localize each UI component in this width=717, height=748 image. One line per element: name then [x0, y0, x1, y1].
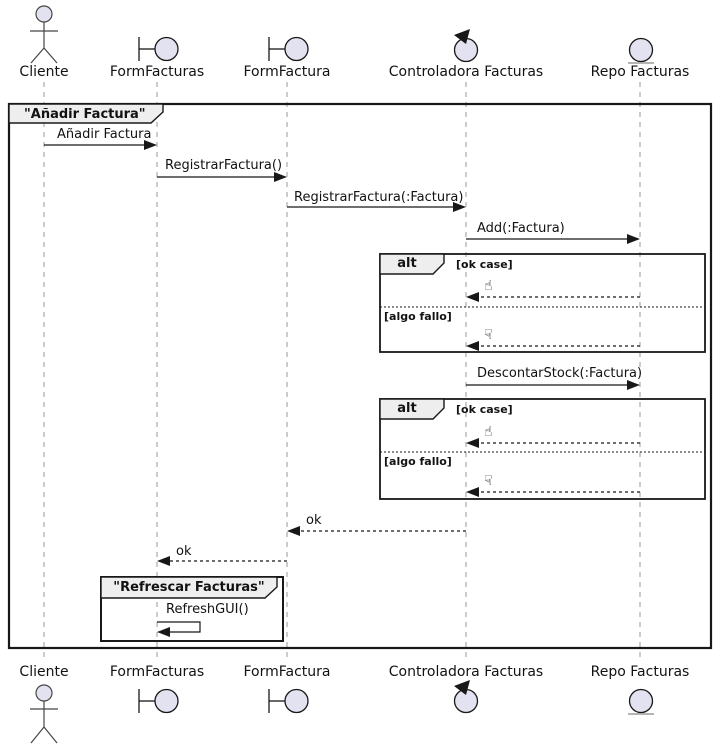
- arrow-return-ok-2: [157, 556, 287, 566]
- message-label-ok-1: ok: [306, 513, 322, 528]
- frame-label-outer: [8, 103, 164, 124]
- message-label-ok-2: ok: [176, 544, 192, 559]
- frame-label-shapes: [8, 103, 445, 599]
- guard-ok-case-1: [ok case]: [456, 258, 513, 271]
- participant-label-formfactura-top: FormFactura: [243, 64, 331, 80]
- thumbs-down-icon-1: ☟: [484, 327, 493, 343]
- message-label-registrar-factura-param: RegistrarFactura(:Factura): [294, 190, 464, 205]
- boundary-icon-formfactura-bottom: [268, 688, 309, 714]
- message-label-descontar-stock: DescontarStock(:Factura): [477, 366, 643, 381]
- entity-icon-repo-top: [628, 37, 654, 64]
- arrow-return-thumbs-up-1: [466, 292, 640, 302]
- frame-title-refrescar-facturas: "Refrescar Facturas": [113, 580, 265, 595]
- guard-ok-case-2: [ok case]: [456, 403, 513, 416]
- frame-title-anadir-factura: "Añadir Factura": [24, 107, 146, 122]
- arrow-return-ok-1: [287, 526, 466, 536]
- alt-fragment-1: [379, 253, 706, 353]
- participant-label-formfactura-bottom: FormFactura: [243, 664, 331, 680]
- arrow-anadir-factura: [44, 140, 157, 150]
- arrow-descontar-stock: [466, 380, 640, 390]
- actor-icon-cliente-bottom: [30, 684, 58, 744]
- guard-algo-fallo-2: [algo fallo]: [384, 455, 452, 468]
- alt-operator-label-1: alt: [397, 256, 417, 271]
- message-label-add-factura: Add(:Factura): [477, 221, 565, 236]
- boundary-icon-formfacturas-top: [138, 36, 179, 62]
- arrow-add-factura: [466, 234, 640, 244]
- participant-label-repo-bottom: Repo Facturas: [590, 664, 690, 680]
- frame-label-refresh: [100, 576, 278, 599]
- boundary-icon-formfacturas-bottom: [138, 688, 179, 714]
- arrow-refresh-gui-self: [157, 621, 201, 637]
- message-label-refresh-gui: RefreshGUI(): [166, 602, 249, 617]
- arrow-registrar-factura-param: [287, 202, 466, 212]
- lifelines: [43, 82, 641, 661]
- message-arrows: [44, 140, 640, 637]
- frame-label-alt-2: [379, 398, 445, 420]
- thumbs-down-icon-2: ☟: [484, 473, 493, 489]
- message-label-registrar-factura: RegistrarFactura(): [165, 158, 283, 173]
- arrow-return-thumbs-down-1: [466, 341, 640, 351]
- participant-label-cliente-top: Cliente: [19, 64, 69, 80]
- control-icon-controladora-top: [453, 29, 479, 63]
- control-icon-controladora-bottom: [453, 680, 479, 714]
- thumbs-up-icon-1: ☝: [484, 278, 493, 294]
- guard-algo-fallo-1: [algo fallo]: [384, 310, 452, 323]
- message-label-anadir-factura: Añadir Factura: [57, 127, 152, 142]
- participant-label-controladora-bottom: Controladora Facturas: [388, 664, 544, 680]
- thumbs-up-icon-2: ☝: [484, 424, 493, 440]
- participant-label-cliente-bottom: Cliente: [19, 664, 69, 680]
- participant-label-repo-top: Repo Facturas: [590, 64, 690, 80]
- boundary-icon-formfactura-top: [268, 36, 309, 62]
- frame-label-alt-1: [379, 253, 445, 275]
- actor-icon-cliente-top: [30, 5, 58, 64]
- frames: [7, 102, 713, 650]
- participant-label-controladora-top: Controladora Facturas: [388, 64, 544, 80]
- participant-label-formfacturas-top: FormFacturas: [109, 64, 205, 80]
- frame-anadir-factura: [7, 102, 713, 650]
- participant-label-formfacturas-bottom: FormFacturas: [109, 664, 205, 680]
- arrow-return-thumbs-down-2: [466, 487, 640, 497]
- arrow-registrar-factura: [157, 172, 287, 182]
- entity-icon-repo-bottom: [628, 688, 654, 715]
- alt-operator-label-2: alt: [397, 401, 417, 416]
- arrow-return-thumbs-up-2: [466, 438, 640, 448]
- alt-fragment-2: [379, 398, 706, 500]
